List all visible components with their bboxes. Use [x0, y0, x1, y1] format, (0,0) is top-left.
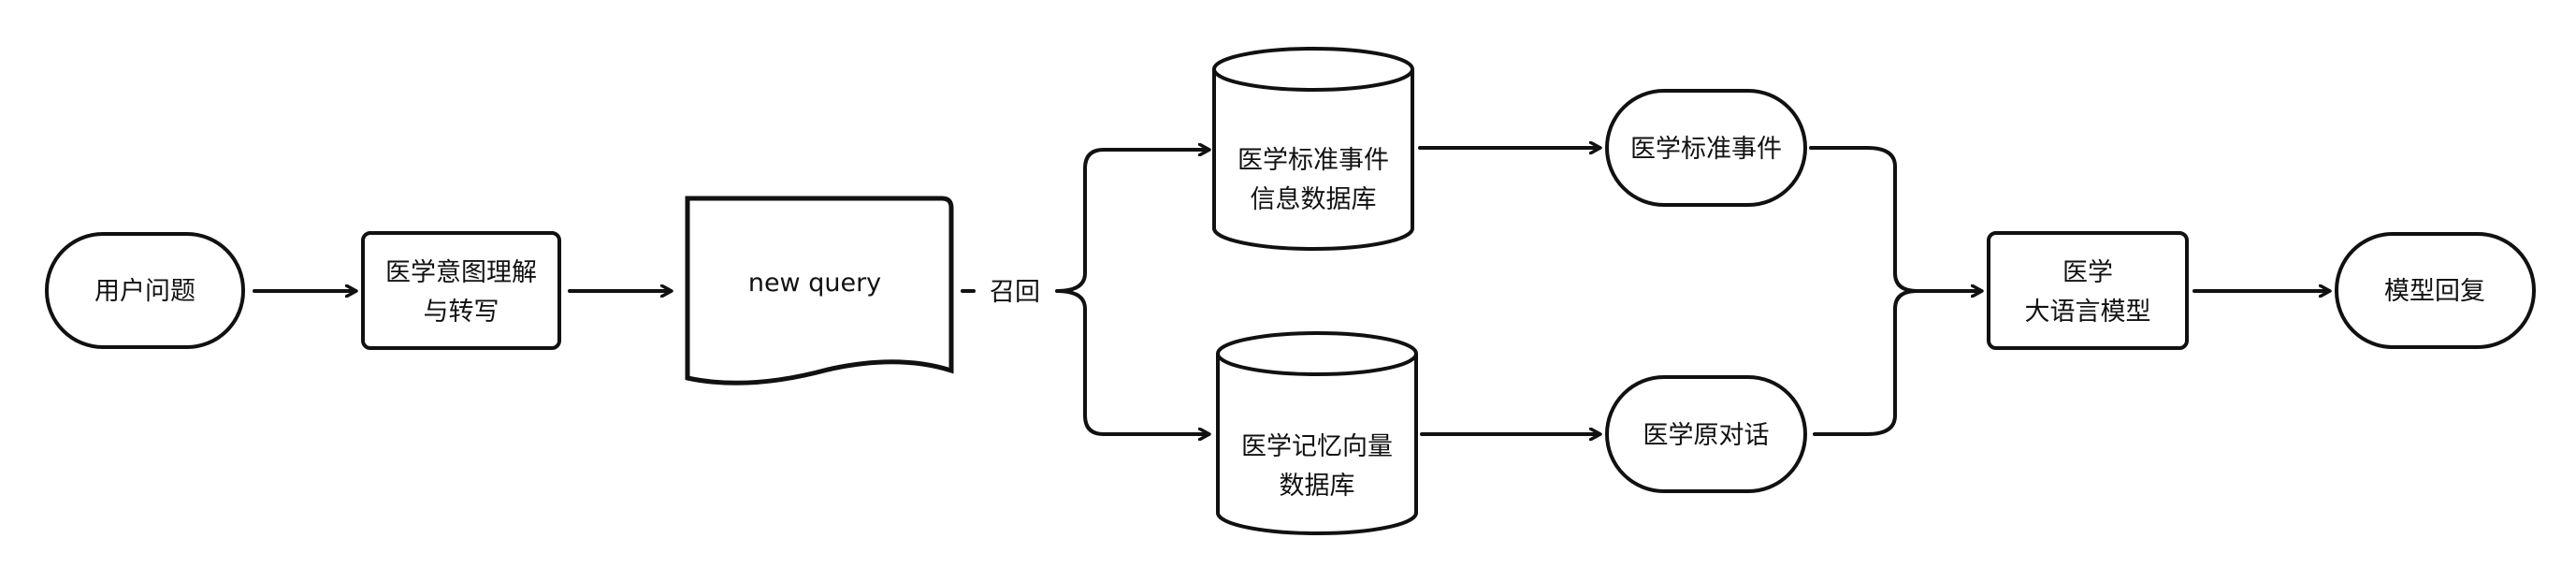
- node-user-question: 用户问题: [45, 232, 245, 349]
- node-new-query: new query: [685, 196, 954, 386]
- recall-label: 召回: [990, 278, 1040, 307]
- llm-label-line1: 医学: [2062, 258, 2113, 287]
- llm-label-line2: 大语言模型: [2025, 298, 2151, 327]
- event-db-label-line1: 医学标准事件: [1237, 146, 1389, 175]
- memory-db-label-line1: 医学记忆向量: [1241, 432, 1393, 461]
- merge-brace: [1809, 146, 1919, 436]
- user-question-label: 用户问题: [94, 277, 195, 306]
- original-dialogue-label: 医学原对话: [1643, 421, 1770, 450]
- recall-brace: [1055, 148, 1210, 436]
- node-intent-rewrite: 医学意图理解 与转写: [361, 231, 561, 350]
- intent-label-line1: 医学意图理解: [385, 258, 537, 287]
- model-reply-label: 模型回复: [2384, 277, 2485, 306]
- standard-event-label: 医学标准事件: [1630, 135, 1782, 164]
- event-db-label-line2: 信息数据库: [1251, 185, 1377, 214]
- node-memory-database: 医学记忆向量 数据库: [1216, 331, 1418, 535]
- new-query-label: new query: [748, 269, 881, 298]
- intent-label-line2: 与转写: [424, 298, 499, 327]
- node-model-reply: 模型回复: [2335, 232, 2536, 349]
- memory-db-label-line2: 数据库: [1280, 472, 1355, 501]
- node-event-database: 医学标准事件 信息数据库: [1212, 47, 1414, 251]
- node-original-dialogue: 医学原对话: [1605, 375, 1807, 493]
- edges: [253, 146, 2329, 436]
- node-standard-event: 医学标准事件: [1605, 89, 1807, 207]
- node-medical-llm: 医学 大语言模型: [1987, 231, 2189, 350]
